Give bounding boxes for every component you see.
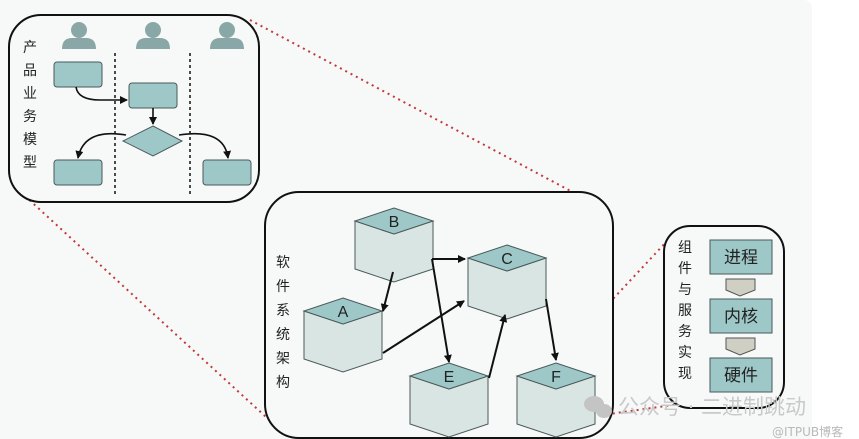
label-char: 架 xyxy=(276,351,290,367)
label-char: 组 xyxy=(678,240,692,256)
label-char: 实 xyxy=(678,345,692,361)
arrow-e-c xyxy=(488,314,508,379)
cube-top xyxy=(466,244,548,272)
label-char: 型 xyxy=(23,155,37,171)
label-char: 构 xyxy=(276,375,290,391)
cube-label: C xyxy=(501,251,513,268)
cube-label: B xyxy=(389,214,400,231)
layer-kernel: 内核 xyxy=(709,298,773,334)
process-box xyxy=(128,82,178,109)
cube-top xyxy=(353,207,435,235)
layer-hardware: 硬件 xyxy=(709,357,773,393)
person-icon xyxy=(210,22,244,49)
arrow-b-a xyxy=(380,271,394,312)
cube-node-c: C xyxy=(466,244,548,320)
wechat-icon xyxy=(584,396,612,418)
decision-diamond xyxy=(121,125,184,157)
label-char: 件 xyxy=(678,261,692,277)
label-char: 业 xyxy=(23,86,37,102)
process-box xyxy=(202,159,252,186)
chevron-down-icon xyxy=(725,278,756,297)
layer-process-label: 进程 xyxy=(724,248,758,268)
person-icon xyxy=(136,22,170,49)
cube-label: A xyxy=(338,304,349,321)
zoom-line-f-bottom xyxy=(594,403,681,417)
cube-node-e: E xyxy=(408,362,490,438)
zoom-line-top xyxy=(249,19,581,197)
zoom-lines xyxy=(24,19,681,429)
label-char: 务 xyxy=(678,324,692,340)
cube-node-b: B xyxy=(353,207,435,283)
cube-node-a: A xyxy=(302,297,384,373)
flow-arrows xyxy=(75,86,232,159)
label-char: 产 xyxy=(23,40,37,56)
arrow-a-c xyxy=(382,300,465,354)
label-char: 现 xyxy=(678,366,692,382)
label-char: 系 xyxy=(276,303,290,319)
label-char: 软 xyxy=(276,255,290,271)
label-char: 模 xyxy=(23,132,37,148)
label-char: 统 xyxy=(276,327,290,343)
watermark-source: @ITPUB博客 xyxy=(772,424,843,439)
process-box xyxy=(53,61,103,88)
zoom-line-bottom xyxy=(24,195,279,429)
chevron-down-icon xyxy=(725,337,756,356)
watermark: 公众号 · 二进制跳动 @ITPUB博客 xyxy=(584,395,843,439)
arrow-b-e xyxy=(431,258,452,363)
person-icon xyxy=(62,22,96,49)
label-char: 服 xyxy=(678,303,692,319)
process-box xyxy=(53,159,103,186)
dependency-arrows xyxy=(380,255,559,379)
layer-kernel-label: 内核 xyxy=(724,307,758,327)
cube-top xyxy=(515,362,597,390)
cube-label: F xyxy=(551,369,561,386)
watermark-text: 公众号 · 二进制跳动 xyxy=(618,395,806,419)
arrow-c-f xyxy=(545,298,559,361)
layer-hardware-label: 硬件 xyxy=(724,366,758,386)
cube-top xyxy=(408,362,490,390)
cube-top xyxy=(302,297,384,325)
label-char: 件 xyxy=(276,279,290,295)
label-char: 与 xyxy=(678,282,692,298)
label-char: 务 xyxy=(23,109,37,125)
cube-label: E xyxy=(444,369,455,386)
label-char: 品 xyxy=(23,63,37,79)
layer-process: 进程 xyxy=(709,239,773,275)
cube-node-f: F xyxy=(515,362,597,438)
